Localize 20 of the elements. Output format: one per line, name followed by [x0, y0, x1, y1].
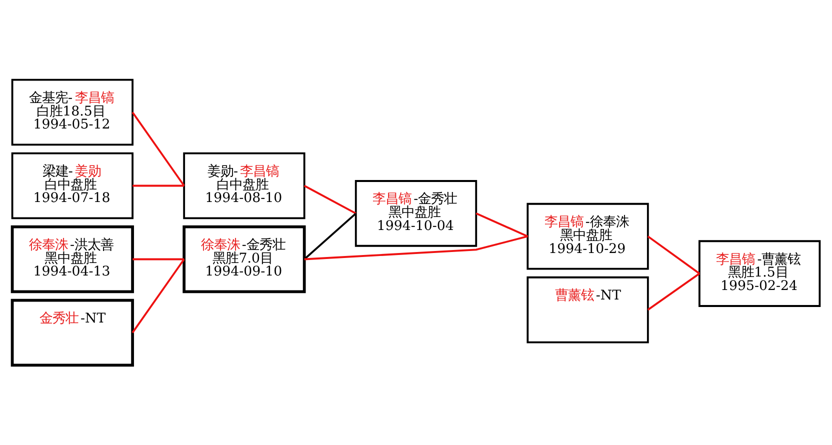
- node-box: 梁建-姜勋 白中盘胜 1994-07-18: [11, 152, 134, 220]
- node-box: 金基宪-李昌镐 白胜18.5目 1994-05-12: [11, 78, 134, 146]
- node-box: 李昌镐-徐奉洙 黑中盘胜 1994-10-29: [526, 202, 649, 270]
- connector: [476, 212, 528, 238]
- node-box: 姜勋-李昌镐 白中盘胜 1994-08-10: [183, 152, 306, 220]
- connector: [132, 258, 184, 260]
- node-box: 徐奉洙-洪太善 黑中盘胜 1994-04-13: [10, 225, 134, 294]
- connector: [132, 184, 184, 187]
- connector: [132, 258, 185, 334]
- node-box: 徐奉洙-金秀壮 黑胜7.0目 1994-09-10: [182, 225, 306, 294]
- node-box: 曹薰铉-NT: [526, 276, 649, 344]
- connector: [304, 212, 356, 260]
- node-box: 李昌镐-曹薰铉 黑胜1.5目 1995-02-24: [698, 240, 821, 307]
- connector: [304, 235, 528, 260]
- connector: [304, 184, 356, 214]
- connector: [647, 272, 700, 311]
- node-box: 金秀壮-NT: [10, 298, 134, 367]
- connector: [132, 112, 185, 186]
- node-box: 李昌镐-金秀壮 黑中盘胜 1994-10-04: [354, 180, 478, 247]
- connector: [647, 236, 700, 274]
